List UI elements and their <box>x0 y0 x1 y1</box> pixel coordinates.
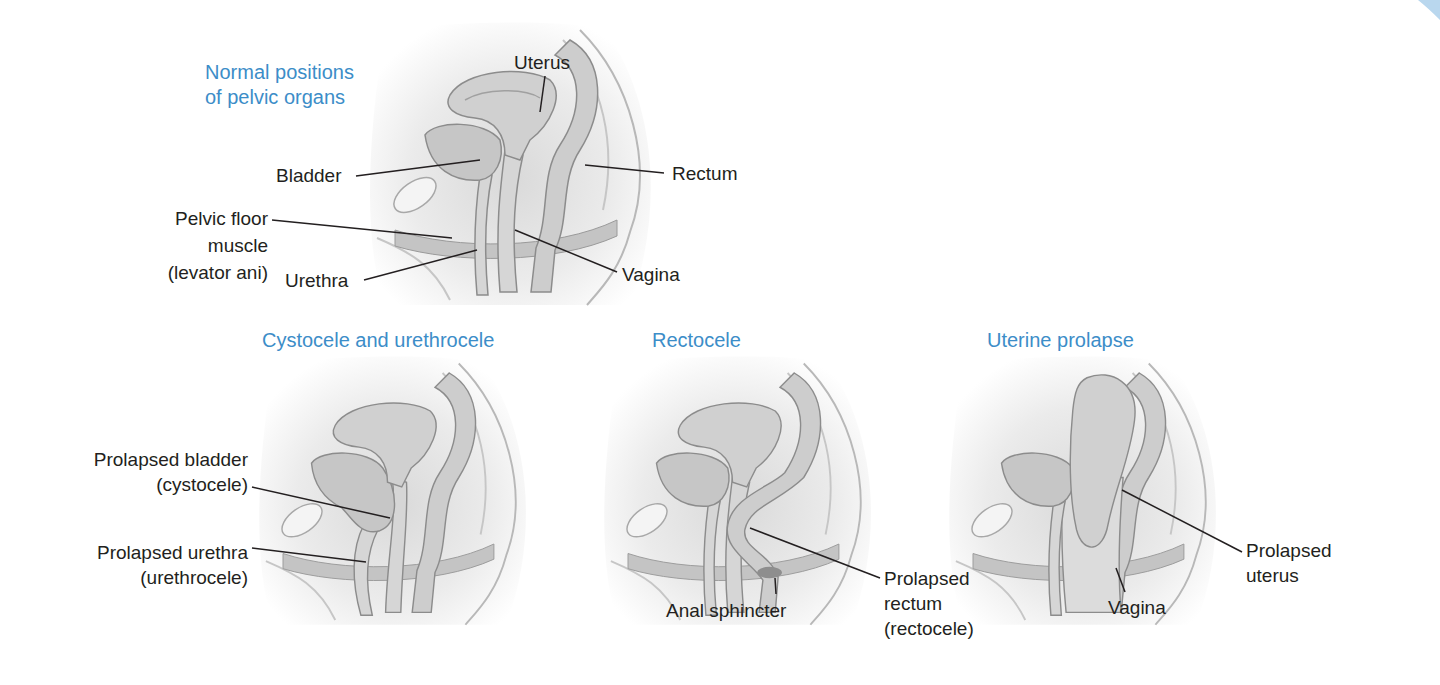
part-label: Urethra <box>285 268 348 293</box>
part-label: Prolapsed uterus <box>1246 538 1346 588</box>
part-label: Anal sphincter <box>666 598 786 623</box>
prolapse-panel <box>949 356 1216 624</box>
bladder <box>425 124 501 180</box>
page-corner <box>1418 0 1440 20</box>
part-label: Rectum <box>672 161 737 186</box>
part-label: Vagina <box>622 262 680 287</box>
urethrocele <box>354 525 378 615</box>
urethra <box>475 175 492 295</box>
panel-heading: Uterine prolapse <box>987 328 1134 353</box>
cystocele-panel <box>259 356 526 624</box>
part-label: Uterus <box>514 50 570 75</box>
rectocele-panel <box>604 356 871 624</box>
prolapsed-uterus <box>1070 375 1135 547</box>
uterus <box>448 72 556 160</box>
panel-heading: Cystocele and urethrocele <box>262 328 494 353</box>
part-label: Bladder <box>276 163 342 188</box>
panel-heading: Normal positions of pelvic organs <box>205 60 355 110</box>
part-label: Vagina <box>1108 595 1166 620</box>
normal-panel <box>370 23 651 306</box>
cystocele <box>312 453 395 532</box>
part-label: Prolapsed bladder (cystocele) <box>78 447 248 497</box>
anal-sphincter <box>757 567 782 578</box>
part-label: Pelvic floor muscle (levator ani) <box>156 205 268 286</box>
leader-lines <box>252 76 1242 594</box>
part-label: Prolapsed urethra (urethrocele) <box>78 540 248 590</box>
part-label: Prolapsed rectum (rectocele) <box>884 566 989 641</box>
vagina <box>498 150 523 292</box>
uterine-cavity <box>465 91 540 100</box>
panel-heading: Rectocele <box>652 328 741 353</box>
